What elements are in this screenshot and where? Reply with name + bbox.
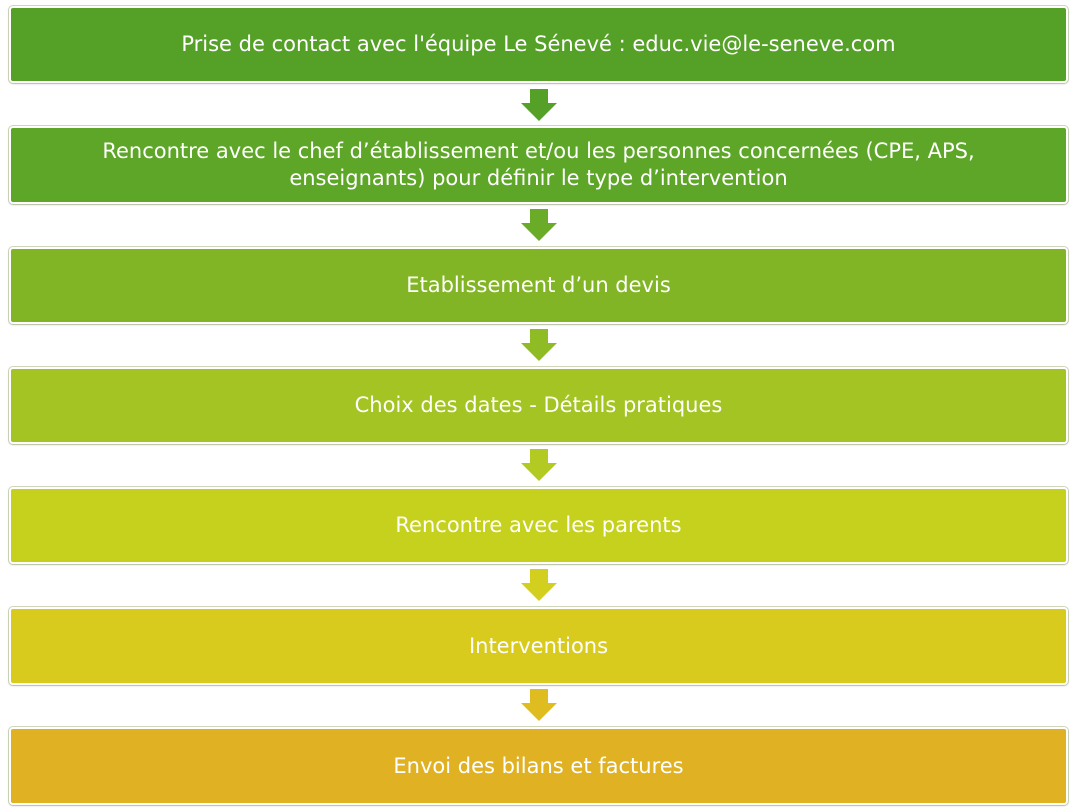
down-arrow-icon	[521, 329, 557, 361]
step-choix-des-dates: Choix des dates - Détails pratiques	[9, 367, 1068, 444]
step-label: Envoi des bilans et factures	[393, 753, 684, 778]
step-label: Rencontre avec le chef d’établissement e…	[102, 139, 975, 190]
step-interventions: Interventions	[9, 607, 1068, 685]
step-etablissement-devis: Etablissement d’un devis	[9, 247, 1068, 324]
down-arrow-icon	[521, 89, 557, 121]
down-arrow-icon	[521, 209, 557, 241]
step-label: Choix des dates - Détails pratiques	[354, 393, 723, 417]
step-envoi-bilans-factures: Envoi des bilans et factures	[9, 727, 1068, 805]
step-label: Prise de contact avec l'équipe Le Sénevé…	[181, 32, 896, 56]
step-rencontre-parents: Rencontre avec les parents	[9, 487, 1068, 564]
step-rencontre-chef-etablissement: Rencontre avec le chef d’établissement e…	[9, 126, 1068, 204]
step-label: Rencontre avec les parents	[395, 513, 682, 537]
down-arrow-icon	[521, 569, 557, 601]
step-prise-de-contact: Prise de contact avec l'équipe Le Sénevé…	[9, 6, 1068, 83]
down-arrow-icon	[521, 449, 557, 481]
step-label: Interventions	[468, 633, 609, 658]
step-label: Etablissement d’un devis	[406, 273, 671, 297]
down-arrow-icon	[521, 689, 557, 721]
